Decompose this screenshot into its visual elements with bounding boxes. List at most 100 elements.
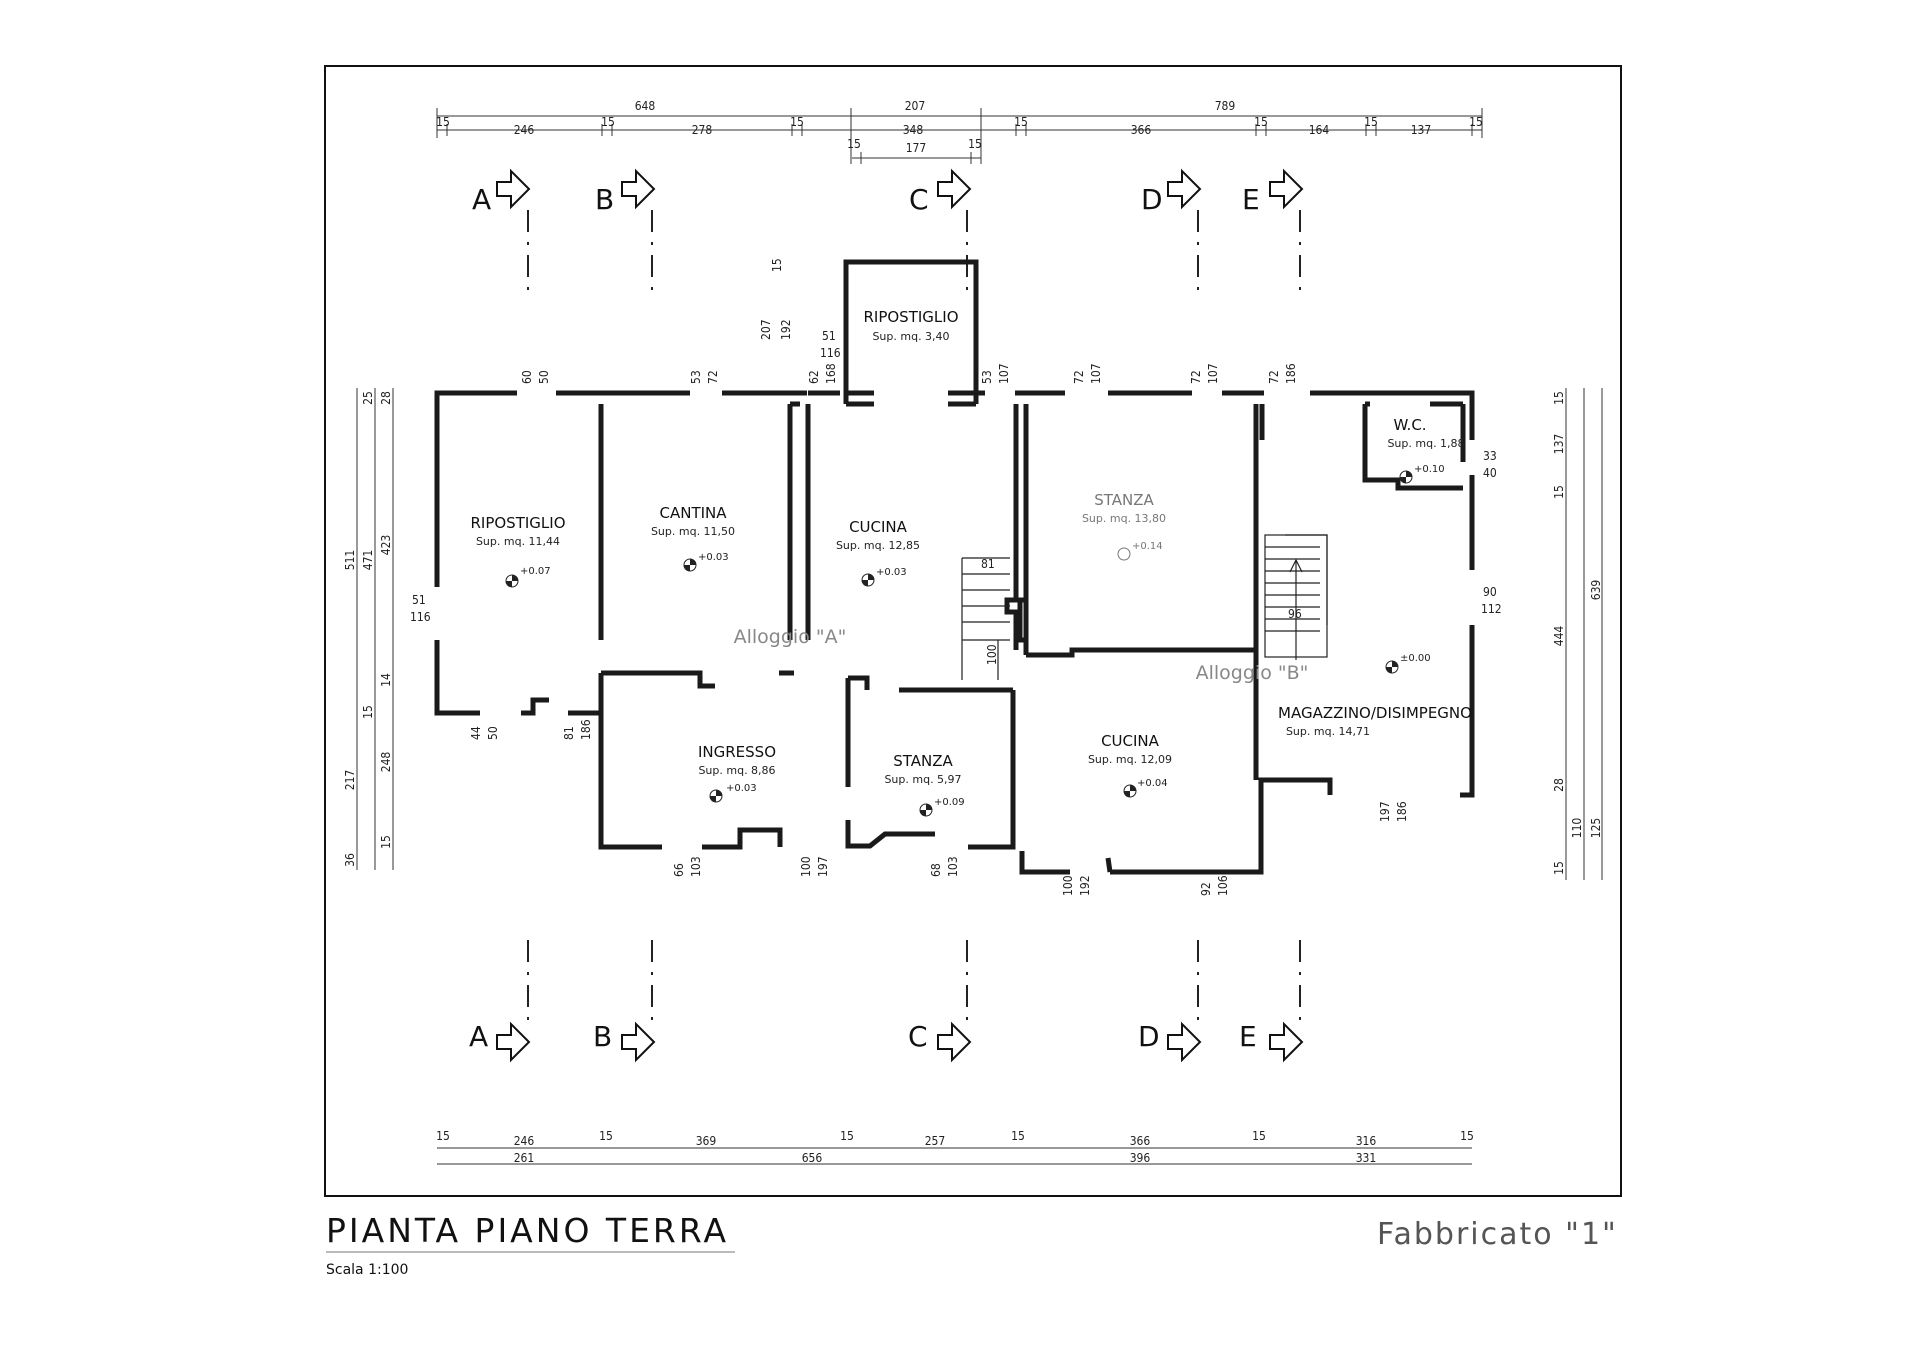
section-label-d-top: D	[1141, 183, 1163, 216]
svg-text:110: 110	[1570, 818, 1584, 839]
room-area: Sup. mq. 3,40	[872, 330, 949, 343]
svg-text:28: 28	[1552, 778, 1566, 792]
sheet-frame	[324, 65, 1622, 1197]
svg-text:15: 15	[1254, 115, 1268, 129]
svg-text:15: 15	[1014, 115, 1028, 129]
svg-text:177: 177	[906, 141, 927, 155]
svg-text:15: 15	[1469, 115, 1483, 129]
room-area: Sup. mq. 13,80	[1082, 512, 1166, 525]
svg-text:107: 107	[997, 363, 1011, 384]
room-level: ±0.00	[1400, 653, 1431, 664]
section-label-d-bottom: D	[1138, 1020, 1160, 1053]
svg-text:186: 186	[1284, 363, 1298, 384]
staircase	[1264, 534, 1328, 660]
svg-text:51: 51	[822, 329, 836, 343]
svg-text:168: 168	[824, 363, 838, 384]
svg-text:15: 15	[436, 1129, 450, 1143]
room-labels: RIPOSTIGLIO Sup. mq. 11,44 +0.07 CANTINA…	[470, 308, 1471, 808]
svg-text:261: 261	[514, 1151, 535, 1165]
room-level: +0.07	[520, 566, 551, 577]
svg-text:15: 15	[1552, 485, 1566, 499]
room-area: Sup. mq. 14,71	[1286, 725, 1370, 738]
svg-text:72: 72	[706, 370, 720, 384]
svg-text:107: 107	[1089, 363, 1103, 384]
svg-text:348: 348	[903, 123, 924, 137]
room-area: Sup. mq. 12,09	[1088, 753, 1172, 766]
svg-text:107: 107	[1206, 363, 1220, 384]
svg-text:15: 15	[847, 137, 861, 151]
svg-text:81: 81	[562, 726, 576, 740]
section-lines	[527, 210, 1301, 1030]
svg-text:90: 90	[1483, 585, 1497, 599]
svg-text:53: 53	[689, 370, 703, 384]
svg-text:50: 50	[486, 726, 500, 740]
svg-text:66: 66	[672, 863, 686, 877]
svg-text:197: 197	[816, 856, 830, 877]
svg-text:15: 15	[1552, 861, 1566, 875]
svg-text:33: 33	[1483, 449, 1497, 463]
svg-text:15: 15	[1460, 1129, 1474, 1143]
room-name: CUCINA	[849, 518, 908, 536]
svg-text:72: 72	[1189, 370, 1203, 384]
svg-text:15: 15	[968, 137, 982, 151]
svg-text:192: 192	[1078, 875, 1092, 896]
alloggio-b-label: Alloggio "B"	[1196, 662, 1309, 684]
svg-text:164: 164	[1309, 123, 1330, 137]
svg-text:137: 137	[1552, 434, 1566, 455]
room-name: W.C.	[1393, 416, 1426, 434]
room-level: +0.03	[876, 567, 907, 578]
svg-text:423: 423	[379, 535, 393, 556]
svg-text:25: 25	[361, 391, 375, 405]
svg-text:60: 60	[520, 370, 534, 384]
room-area: Sup. mq. 11,50	[651, 525, 735, 538]
svg-text:36: 36	[343, 853, 357, 867]
svg-text:15: 15	[840, 1129, 854, 1143]
room-name: CUCINA	[1101, 732, 1160, 750]
room-area: Sup. mq. 1,88	[1387, 437, 1464, 450]
section-label-b-top: B	[595, 183, 614, 216]
drawing-title: PIANTA PIANO TERRA	[326, 1211, 729, 1250]
top-dimension-chains	[436, 108, 1483, 164]
room-level: +0.03	[698, 552, 729, 563]
svg-text:656: 656	[802, 1151, 823, 1165]
room-area: Sup. mq. 12,85	[836, 539, 920, 552]
room-name: RIPOSTIGLIO	[863, 308, 958, 326]
stair-cucina	[961, 557, 1010, 680]
svg-text:100: 100	[799, 856, 813, 877]
section-label-c-bottom: C	[908, 1020, 928, 1053]
svg-text:186: 186	[579, 719, 593, 740]
svg-text:192: 192	[779, 319, 793, 340]
room-area: Sup. mq. 11,44	[476, 535, 560, 548]
room-level: +0.03	[726, 783, 757, 794]
svg-text:639: 639	[1589, 580, 1603, 601]
svg-text:103: 103	[946, 856, 960, 877]
dim-top-row2: 15 246 15 278 15 348 15 366 15 164 15 13…	[436, 115, 1483, 137]
drawing-scale: Scala 1:100	[326, 1262, 408, 1278]
dim-top-648: 648	[635, 99, 656, 113]
section-label-e-top: E	[1242, 183, 1260, 216]
building-walls	[434, 259, 1475, 875]
room-name: RIPOSTIGLIO	[470, 514, 565, 532]
svg-text:116: 116	[410, 610, 431, 624]
svg-text:217: 217	[343, 770, 357, 791]
svg-text:15: 15	[379, 835, 393, 849]
right-dimension-chains: 15 137 15 444 28 110 15 639 125	[1552, 388, 1603, 880]
svg-text:28: 28	[379, 391, 393, 405]
svg-text:15: 15	[1364, 115, 1378, 129]
section-arrows-top	[496, 168, 1304, 1063]
svg-text:15: 15	[599, 1129, 613, 1143]
svg-text:15: 15	[770, 258, 784, 272]
svg-text:96: 96	[1288, 607, 1302, 621]
svg-text:72: 72	[1072, 370, 1086, 384]
svg-text:40: 40	[1483, 466, 1497, 480]
svg-text:246: 246	[514, 1134, 535, 1148]
svg-text:100: 100	[985, 644, 999, 665]
svg-text:15: 15	[790, 115, 804, 129]
room-area: Sup. mq. 5,97	[884, 773, 961, 786]
svg-text:81: 81	[981, 557, 995, 571]
svg-text:125: 125	[1589, 818, 1603, 839]
room-level: +0.04	[1137, 778, 1168, 789]
svg-text:331: 331	[1356, 1151, 1377, 1165]
room-name: STANZA	[1094, 491, 1154, 509]
